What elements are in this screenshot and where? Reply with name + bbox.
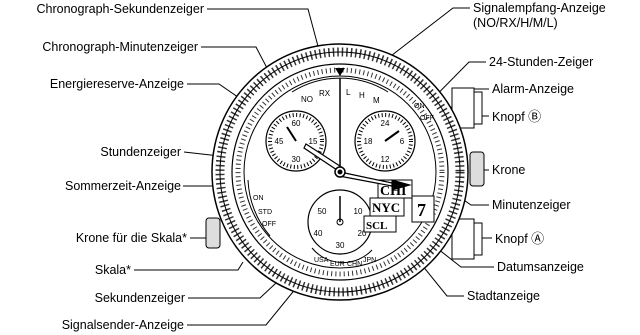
city-scl: SCL <box>366 220 387 232</box>
sender-usa: USA <box>314 257 329 264</box>
subdial-right: 24 6 18 12 <box>355 111 415 171</box>
label-chronograph-minute-hand: Chronograph-Minutenzeiger <box>42 40 198 55</box>
subdial-right-18: 18 <box>364 137 373 146</box>
label-seconds-hand: Sekundenzeiger <box>95 291 185 306</box>
subdial-left-15: 15 <box>309 137 318 146</box>
alarm-off: OFF <box>420 115 434 122</box>
label-signal-reception-levels: (NO/RX/H/M/L) <box>473 16 558 31</box>
label-24-hour-hand: 24-Stunden-Zeiger <box>489 55 593 70</box>
label-button-a-text: Knopf <box>495 232 528 246</box>
signal-level-h: H <box>359 91 365 100</box>
label-date-indicator: Datumsanzeige <box>497 260 584 275</box>
signal-level-m: M <box>373 96 380 105</box>
subdial-left: 60 15 45 30 <box>266 111 326 171</box>
date-digit: 7 <box>417 200 426 220</box>
city-nyc: NYC <box>372 200 400 215</box>
label-signal-sender-indicator: Signalsender-Anzeige <box>62 318 184 333</box>
subdial-right-24: 24 <box>381 119 390 128</box>
label-minute-hand: Minutenzeiger <box>492 198 571 213</box>
subdial-bottom-30: 30 <box>336 241 345 250</box>
subdial-right-12: 12 <box>381 155 390 164</box>
sender-eur: EUR <box>330 261 345 268</box>
dst-off: OFF <box>262 221 276 228</box>
label-chronograph-seconds-hand: Chronograph-Sekundenzeiger <box>37 2 204 17</box>
subdial-bottom-10: 10 <box>354 207 363 216</box>
signal-level-l: L <box>346 88 351 97</box>
label-city-indicator: Stadtanzeige <box>467 289 540 304</box>
signal-level-rx: RX <box>319 89 331 98</box>
button-b-symbol: Ⓑ <box>528 109 541 124</box>
dst-std: STD <box>258 209 272 216</box>
signal-level-no: NO <box>301 95 313 104</box>
subdial-left-30: 30 <box>292 155 301 164</box>
sender-chn: CHN <box>347 261 362 268</box>
subdial-left-60: 60 <box>292 119 301 128</box>
label-crown: Krone <box>492 163 525 178</box>
subdial-left-45: 45 <box>275 137 284 146</box>
label-power-reserve-indicator: Energiereserve-Anzeige <box>50 77 184 92</box>
subdial-bottom: 50 10 40 20 30 <box>308 190 372 254</box>
label-scale-crown: Krone für die Skala* <box>76 231 187 246</box>
label-button-a: Knopf Ⓐ <box>495 231 544 247</box>
label-signal-reception-indicator: Signalempfang-Anzeige <box>473 1 606 16</box>
subdial-right-6: 6 <box>400 137 405 146</box>
label-dst-indicator: Sommerzeit-Anzeige <box>65 179 181 194</box>
label-button-b: Knopf Ⓑ <box>492 109 541 125</box>
label-button-b-text: Knopf <box>492 110 525 124</box>
label-alarm-indicator: Alarm-Anzeige <box>492 82 574 97</box>
subdial-bottom-40: 40 <box>314 229 323 238</box>
sender-jpn: JPN <box>363 257 376 264</box>
label-hour-hand: Stundenzeiger <box>100 145 181 160</box>
button-a-symbol: Ⓐ <box>531 231 544 246</box>
subdial-bottom-50: 50 <box>318 207 327 216</box>
label-scale: Skala* <box>95 263 131 278</box>
alarm-on: ON <box>414 103 425 110</box>
dst-on: ON <box>253 195 264 202</box>
